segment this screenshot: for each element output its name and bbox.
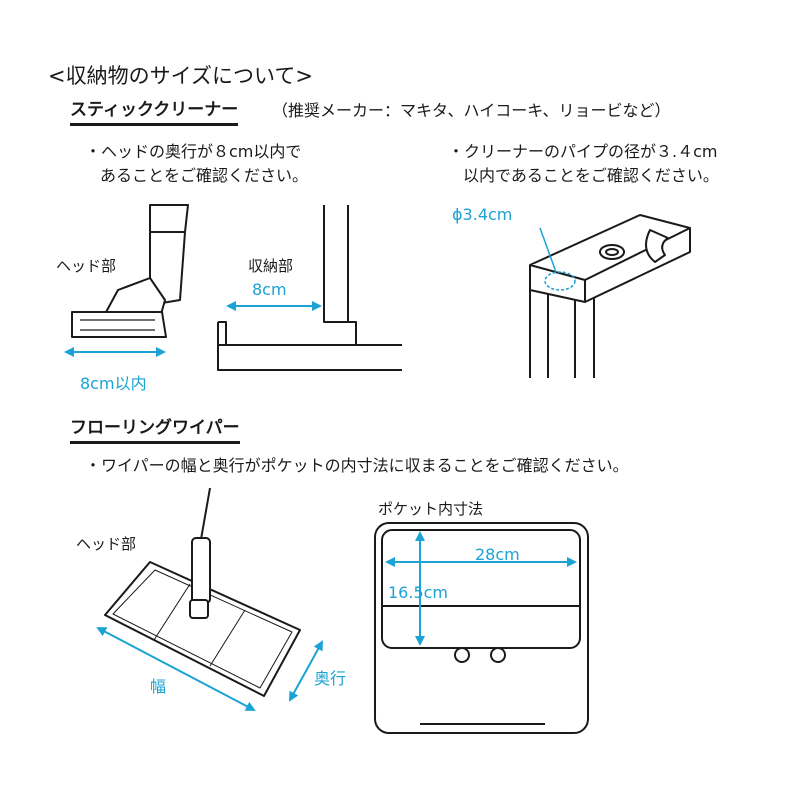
storage-part-label: 収納部 bbox=[248, 257, 294, 275]
pipe-diameter-label: ϕ3.4cm bbox=[452, 205, 513, 224]
pipe-diameter-leader bbox=[539, 227, 557, 273]
pipe-holder-illustration bbox=[529, 214, 691, 378]
stick-cleaner-heading: スティッククリーナー bbox=[70, 95, 239, 126]
pipe-diameter-note: ・クリーナーのパイプの径が３.４cm 以内であることをご確認ください。 bbox=[448, 140, 719, 188]
page-title: <収納物のサイズについて> bbox=[48, 64, 313, 88]
wiper-width-arrow bbox=[96, 627, 256, 711]
pocket-illustration bbox=[374, 522, 589, 734]
pipe-diameter-ring bbox=[544, 271, 576, 291]
stick-cleaner-head-illustration bbox=[71, 204, 189, 338]
head-depth-note-line1: ・ヘッドの奥行が８cm以内で bbox=[85, 142, 302, 161]
storage-depth-label: 8cm bbox=[252, 280, 287, 299]
wiper-size-note: ・ワイパーの幅と奥行がポケットの内寸法に収まることをご確認ください。 bbox=[85, 456, 629, 475]
recommended-makers: （推奨メーカー：マキタ、ハイコーキ、リョービなど） bbox=[272, 101, 671, 120]
pipe-diameter-note-line1: ・クリーナーのパイプの径が３.４cm bbox=[448, 142, 718, 161]
head-depth-note-line2: あることをご確認ください。 bbox=[100, 166, 309, 185]
flooring-wiper-heading: フローリングワイパー bbox=[70, 413, 240, 444]
pipe-diameter-note-line2: 以内であることをご確認ください。 bbox=[463, 166, 719, 185]
head-depth-limit-label: 8cm以内 bbox=[80, 374, 147, 393]
wiper-depth-arrow bbox=[289, 640, 323, 702]
pocket-size-label: ポケット内寸法 bbox=[378, 500, 484, 518]
stick-head-label: ヘッド部 bbox=[56, 257, 117, 275]
head-depth-note: ・ヘッドの奥行が８cm以内で あることをご確認ください。 bbox=[85, 140, 308, 188]
flooring-wiper-illustration bbox=[104, 487, 301, 697]
storage-part-illustration bbox=[217, 205, 402, 371]
wiper-head-label: ヘッド部 bbox=[76, 535, 137, 553]
